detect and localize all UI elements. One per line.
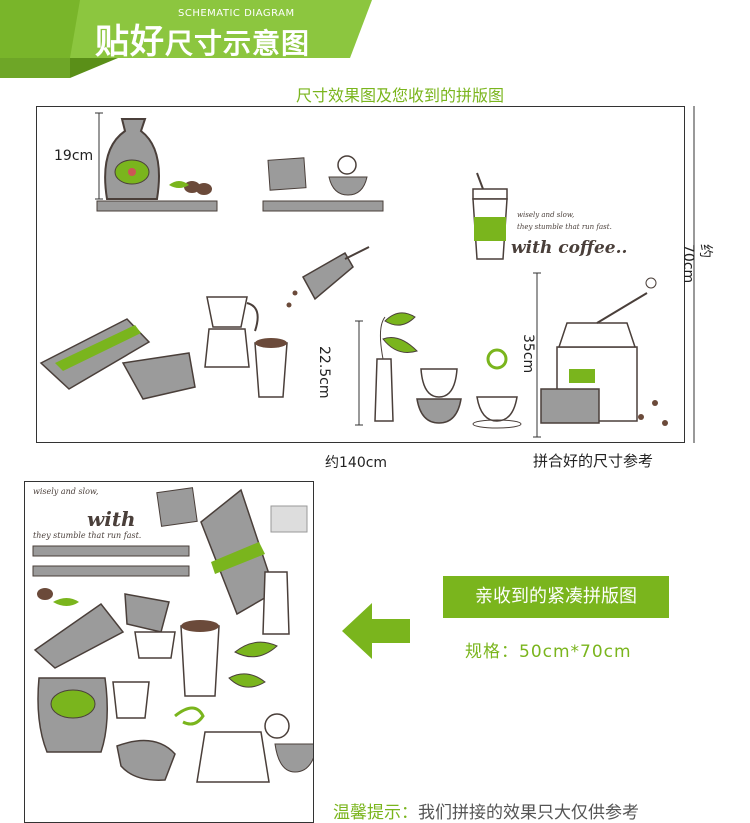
dimension-35cm: 35cm — [520, 334, 536, 374]
plant-bottle-icon — [374, 312, 418, 422]
assembled-size-label: 拼合好的尺寸参考 — [533, 452, 654, 470]
dimension-19cm: 19cm — [54, 148, 94, 164]
svg-text:with coffee..: with coffee.. — [511, 238, 627, 258]
banner-subtitle: SCHEMATIC DIAGRAM — [178, 8, 295, 19]
header-banner — [0, 0, 372, 78]
preview-frame: wisely and slow, they stumble that run f… — [36, 106, 685, 443]
coffee-bag-icon — [104, 118, 160, 200]
svg-text:they stumble that run fast.: they stumble that run fast. — [517, 223, 612, 231]
layout-sheet: wisely and slow, with they stumble that … — [24, 481, 314, 823]
section-title: 尺寸效果图及您收到的拼版图 — [295, 86, 504, 105]
dimension-22-5cm: 22.5cm — [316, 346, 332, 399]
svg-text:with: with — [87, 507, 136, 531]
moka-pot-icon — [204, 296, 259, 368]
takeaway-cup-icon — [472, 172, 508, 260]
banner-title: 贴好尺寸示意图 — [95, 22, 311, 62]
dimension-70cm: 约70cm — [680, 244, 713, 284]
spec-text: 规格：50cm*70cm — [465, 642, 632, 662]
svg-text:wisely and slow,: wisely and slow, — [517, 211, 574, 219]
flat-bag-icon — [39, 318, 151, 390]
compact-layout-label: 亲收到的紧凑拼版图 — [443, 576, 669, 618]
svg-text:they stumble that run fast.: they stumble that run fast. — [33, 531, 141, 540]
dimension-line-70 — [693, 106, 695, 443]
dimension-140cm: 约140cm — [325, 455, 388, 471]
warm-tip-text: 温馨提示：我们拼接的效果只大仅供参考 — [333, 803, 639, 823]
arrow-left-icon — [342, 603, 410, 659]
coffee-grinder-icon — [540, 277, 657, 424]
svg-text:wisely and slow,: wisely and slow, — [33, 487, 98, 496]
